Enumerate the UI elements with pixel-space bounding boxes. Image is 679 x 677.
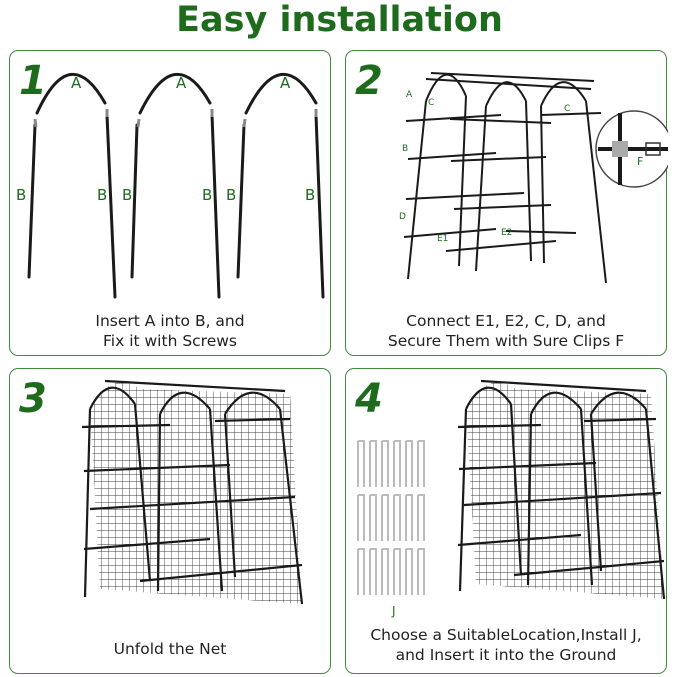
caption-line: Connect E1, E2, C, D, and bbox=[406, 312, 606, 330]
part-label: B bbox=[97, 186, 107, 204]
page-title: Easy installation bbox=[176, 0, 503, 40]
part-label: C bbox=[428, 98, 434, 108]
step-caption: Connect E1, E2, C, D, and Secure Them wi… bbox=[346, 311, 666, 351]
caption-line: and Insert it into the Ground bbox=[395, 646, 617, 664]
step-number: 3 bbox=[19, 376, 47, 422]
part-label: D bbox=[399, 212, 406, 222]
part-label: A bbox=[406, 90, 413, 100]
part-label: A bbox=[280, 74, 291, 92]
part-label: E1 bbox=[437, 234, 448, 244]
caption-line: Choose a SuitableLocation,Install J, bbox=[370, 626, 642, 644]
part-label: C bbox=[564, 104, 570, 114]
step-caption: Choose a SuitableLocation,Install J, and… bbox=[346, 625, 666, 665]
step-2-illustration: A C C B D E1 E2 F bbox=[399, 72, 668, 284]
ground-stakes bbox=[357, 440, 425, 595]
step-3-panel: 3 Unfold the Net bbox=[9, 368, 331, 674]
part-label: E2 bbox=[501, 228, 512, 238]
step-caption: Unfold the Net bbox=[10, 639, 330, 659]
part-label: B bbox=[202, 186, 212, 204]
part-label: B bbox=[226, 186, 236, 204]
step-3-illustration bbox=[81, 379, 304, 605]
step-caption: Insert A into B, and Fix it with Screws bbox=[10, 311, 330, 351]
part-label: B bbox=[16, 186, 26, 204]
part-label: B bbox=[305, 186, 315, 204]
step-1-illustration: A A A B B B B B B bbox=[16, 73, 325, 299]
step-number: 4 bbox=[355, 376, 383, 422]
part-label: J bbox=[391, 604, 396, 618]
caption-line: Insert A into B, and bbox=[95, 312, 245, 330]
part-label: B bbox=[122, 186, 132, 204]
step-1-panel: 1 A A A B B B B B bbox=[9, 50, 331, 356]
step-4-illustration: J bbox=[357, 379, 666, 618]
caption-line: Fix it with Screws bbox=[103, 332, 237, 350]
part-label: F bbox=[637, 155, 643, 168]
step-number: 1 bbox=[19, 58, 47, 104]
caption-line: Secure Them with Sure Clips F bbox=[387, 332, 625, 350]
step-number: 2 bbox=[355, 58, 383, 104]
part-label: B bbox=[402, 144, 408, 154]
part-label: A bbox=[176, 74, 187, 92]
part-label: A bbox=[71, 74, 82, 92]
step-4-panel: 4 bbox=[345, 368, 667, 674]
step-2-panel: 2 bbox=[345, 50, 668, 356]
caption-line: Unfold the Net bbox=[113, 640, 227, 658]
